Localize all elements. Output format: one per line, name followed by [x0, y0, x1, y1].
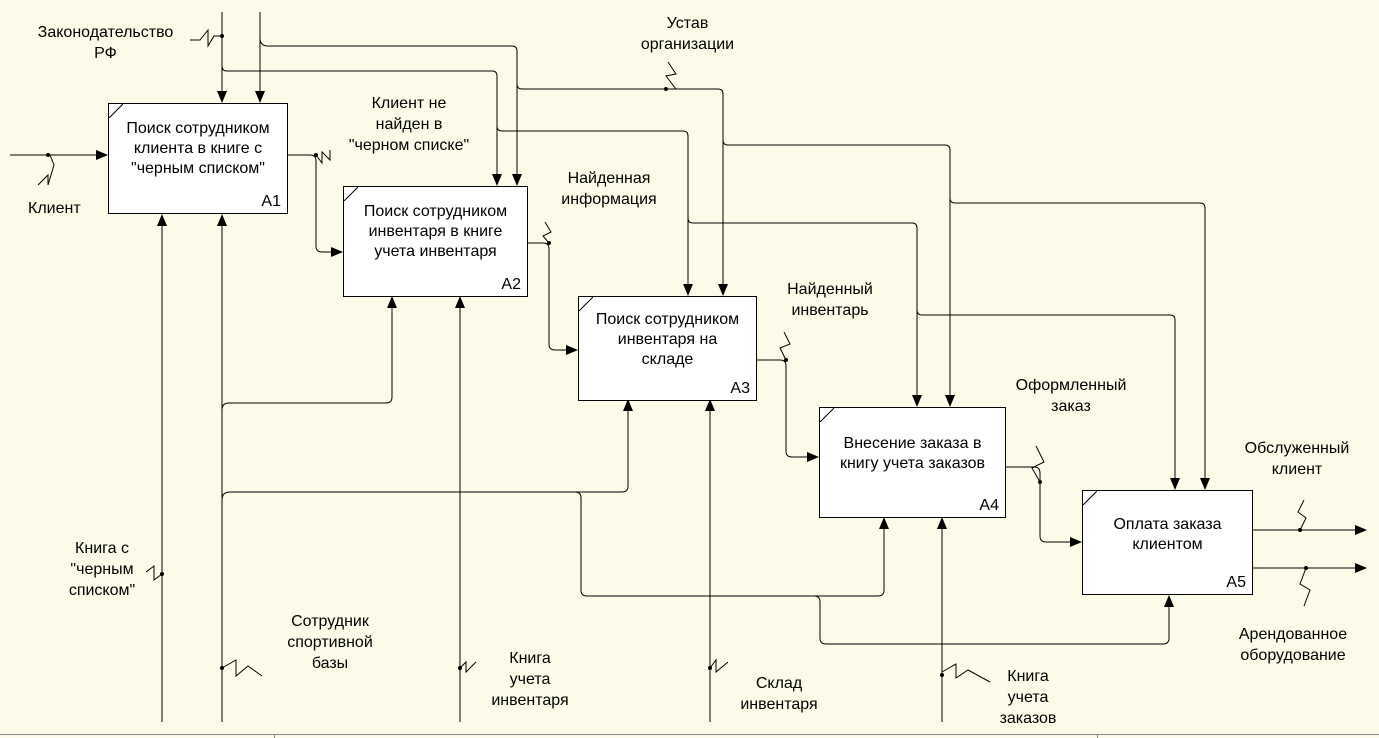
leader-charter: [665, 61, 677, 90]
label-inventory-book: Книга учета инвентаря: [491, 650, 569, 709]
arrow-a3-output: [757, 359, 819, 462]
bottom-frame-bar: [0, 734, 1379, 738]
box-title: Оплата заказа клиентом: [1113, 516, 1222, 553]
label-orders-book: Книга учета заказов: [999, 668, 1057, 727]
leader-law: [190, 28, 222, 48]
box-code: А2: [501, 276, 521, 293]
arrow-law-to-a2: [221, 40, 502, 186]
label-found-info: Найденная информация: [561, 170, 657, 208]
box-corner-mark: [344, 187, 358, 201]
label-law: Законодательство РФ: [37, 24, 174, 62]
arrow-charter-to-a4: [722, 139, 955, 407]
activity-box-a3[interactable]: Поиск сотрудником инвентаря на складе А3: [578, 296, 757, 401]
arrow-a1-output: [288, 154, 343, 257]
leader-client: [37, 154, 55, 186]
leader-warehouse: [709, 658, 729, 674]
label-served-client: Обслуженный клиент: [1244, 440, 1350, 478]
leader-orders: [941, 663, 991, 683]
arrow-charter-to-a2: [259, 37, 522, 186]
arrow-charter-to-a5: [949, 197, 1210, 490]
arrow-a2-output: [528, 242, 578, 355]
label-warehouse: Склад инвентаря: [740, 675, 818, 713]
box-title: Поиск сотрудником инвентаря в книге учет…: [363, 203, 508, 260]
activity-box-a5[interactable]: Оплата заказа клиентом А5: [1082, 490, 1253, 595]
activity-box-a1[interactable]: Поиск сотрудником клиента в книге с "чер…: [108, 103, 288, 214]
arrow-employee-a3: [221, 399, 633, 501]
leader-served-client: [1297, 499, 1307, 531]
arrow-employee-a5: [813, 595, 1174, 645]
box-code: А1: [261, 193, 281, 210]
box-title: Внесение заказа в книгу учета заказов: [839, 435, 986, 472]
leader-order-made: [1031, 445, 1045, 483]
label-employee: Сотрудник спортивной базы: [287, 613, 373, 672]
leader-client-not-found: [315, 150, 331, 165]
label-found-inventory: Найденный инвентарь: [787, 281, 873, 319]
leader-employee: [221, 659, 263, 678]
box-code: А4: [979, 497, 999, 514]
label-charter: Устав организации: [640, 15, 735, 53]
box-code: А5: [1226, 574, 1246, 591]
label-rented-equipment: Арендованное оборудование: [1238, 626, 1348, 664]
box-title: Поиск сотрудником клиента в книге с "чер…: [126, 120, 270, 177]
activity-box-a2[interactable]: Поиск сотрудником инвентаря в книге учет…: [343, 186, 528, 297]
box-code: А3: [730, 380, 750, 397]
arrow-law-to-a5: [916, 309, 1180, 490]
leader-rented: [1299, 567, 1311, 607]
label-client-not-found: Клиент не найден в "черном списке": [348, 95, 470, 154]
arrow-law-to-a3: [496, 125, 693, 296]
box-corner-mark: [579, 297, 593, 311]
leader-found-info: [542, 221, 552, 244]
box-corner-mark: [820, 408, 834, 422]
leader-found-inventory: [779, 331, 791, 361]
leader-inventory: [459, 660, 477, 674]
arrow-a4-output: [1006, 466, 1082, 547]
label-blacklist-book: Книга с "черным списком": [68, 540, 136, 599]
arrow-law-to-a4: [687, 217, 922, 407]
leader-blacklist: [145, 565, 163, 581]
arrow-employee-a2: [221, 296, 397, 411]
box-corner-mark: [1083, 491, 1097, 505]
box-title: Поиск сотрудником инвентаря на складе: [595, 311, 740, 368]
label-client: Клиент: [28, 200, 81, 217]
label-order-made: Оформленный заказ: [1015, 377, 1127, 415]
activity-box-a4[interactable]: Внесение заказа в книгу учета заказов А4: [819, 407, 1006, 518]
box-corner-mark: [109, 104, 123, 118]
arrow-charter-to-a3: [516, 83, 728, 296]
arrow-employee-a4: [574, 491, 889, 597]
